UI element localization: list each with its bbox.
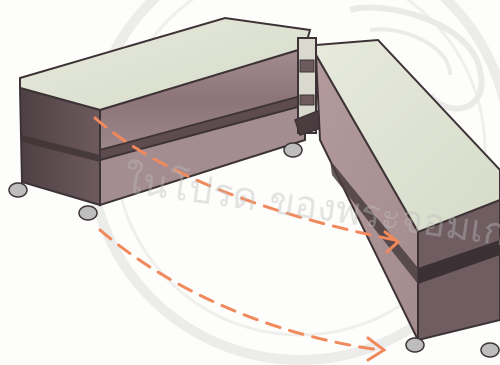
caster-wheel	[481, 343, 499, 357]
caster-wheel	[9, 183, 27, 197]
caster-wheel	[79, 206, 97, 220]
caster-wheel	[406, 338, 424, 352]
caster-wheel	[284, 143, 302, 157]
